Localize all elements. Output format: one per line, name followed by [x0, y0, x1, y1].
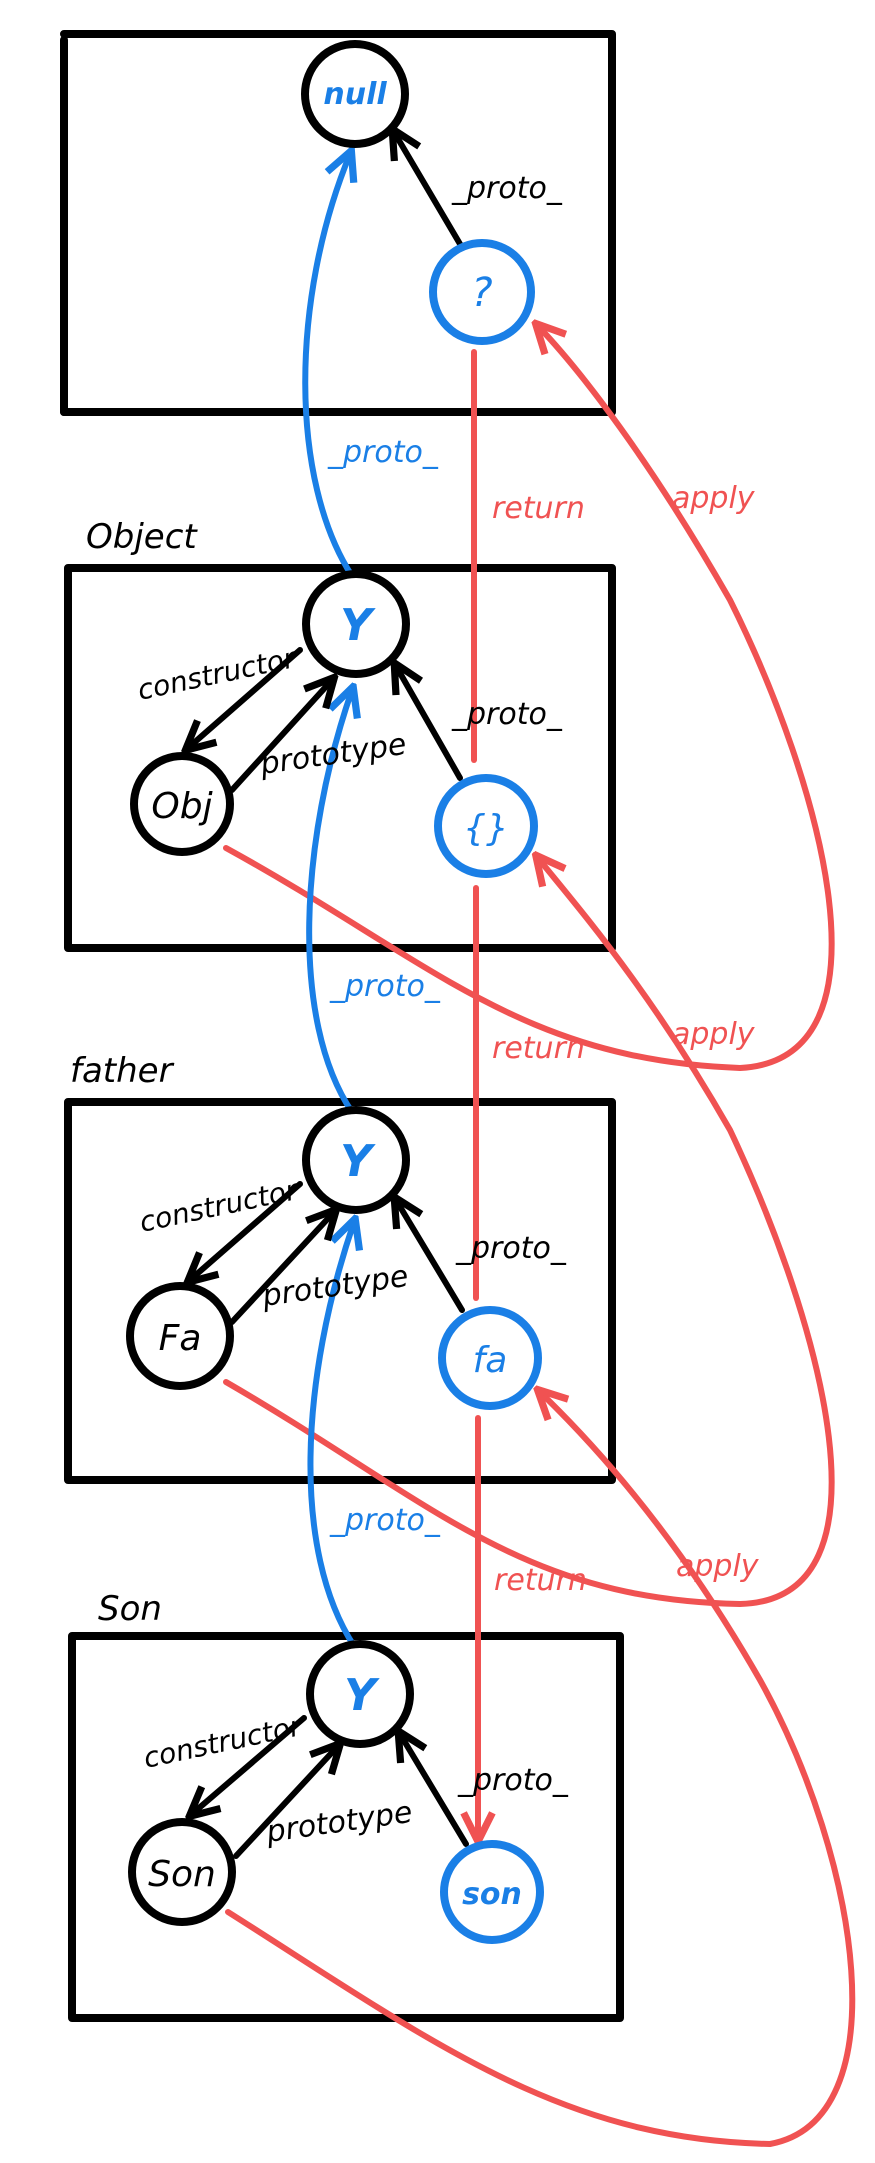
- constructor-edge-father: [190, 1181, 303, 1280]
- label-apply-1: apply: [672, 481, 756, 516]
- label-apply-2: apply: [672, 1017, 756, 1052]
- node-unknown: ?: [429, 239, 535, 345]
- label-proto-blue-father: _proto_: [329, 969, 441, 1004]
- son-box: [68, 1632, 624, 2022]
- father-box: [64, 1098, 616, 1484]
- prototype-edge-son: [233, 1746, 338, 1859]
- node-object-prototype: Y: [302, 570, 410, 678]
- node-father-constructor-label: Fa: [159, 1318, 202, 1359]
- node-unknown-label: ?: [471, 270, 492, 316]
- prototype-edge-father: [229, 1212, 334, 1325]
- label-constructor-object: constructor: [135, 641, 300, 707]
- node-son-instance-label: son: [462, 1877, 522, 1912]
- node-father-instance-label: fa: [473, 1340, 508, 1381]
- node-father-constructor: Fa: [126, 1282, 234, 1390]
- label-proto-blue-object: _proto_: [327, 435, 439, 470]
- son-section-title: Son: [98, 1589, 162, 1629]
- node-father-prototype: Y: [302, 1106, 410, 1214]
- apply-curve-obj-to-unknown: [223, 326, 835, 1071]
- label-constructor-son: constructor: [141, 1709, 306, 1775]
- proto-edge-father-instance-to-proto: [396, 1200, 465, 1313]
- proto-curve-father-proto-to-object-proto: [306, 690, 352, 1115]
- prototype-edge-object: [229, 680, 332, 793]
- label-proto-blue-son: _proto_: [329, 1503, 441, 1538]
- black-edges: [188, 132, 469, 1859]
- label-proto-unknown-null: _proto_: [451, 171, 563, 206]
- null-box: [60, 30, 616, 416]
- node-father-prototype-label: Y: [340, 1136, 376, 1187]
- node-son-constructor: Son: [128, 1818, 236, 1926]
- label-proto-father-instance: _proto_: [455, 1231, 567, 1266]
- node-object-instance: {}: [434, 774, 538, 878]
- node-son-prototype: Y: [306, 1640, 414, 1748]
- proto-edge-unknown-to-null: [394, 132, 463, 247]
- node-object-instance-label: {}: [463, 808, 509, 849]
- object-section-title: Object: [86, 517, 198, 557]
- node-object-constructor-label: Obj: [151, 786, 212, 827]
- red-edges: [223, 326, 856, 2147]
- proto-edge-object-instance-to-proto: [396, 666, 463, 781]
- node-son-prototype-label: Y: [344, 1670, 380, 1721]
- label-return-3: return: [494, 1563, 587, 1598]
- blue-proto-edges: [302, 154, 354, 1649]
- label-constructor-father: constructor: [137, 1173, 302, 1239]
- node-object-prototype-label: Y: [340, 600, 376, 651]
- label-return-1: return: [492, 491, 585, 526]
- node-son-constructor-label: Son: [148, 1854, 216, 1895]
- label-return-2: return: [492, 1031, 585, 1066]
- node-son-instance: son: [440, 1840, 544, 1944]
- proto-curve-son-proto-to-father-proto: [307, 1222, 354, 1649]
- constructor-edge-son: [192, 1715, 307, 1814]
- node-null: null: [301, 40, 409, 148]
- node-father-instance: fa: [438, 1306, 542, 1410]
- proto-curve-object-proto-to-null: [302, 154, 352, 579]
- apply-curve-fa-to-object-instance: [223, 858, 835, 1607]
- node-object-constructor: Obj: [130, 752, 234, 856]
- constructor-edge-object: [188, 647, 303, 748]
- node-null-label: null: [323, 77, 387, 112]
- label-proto-son-instance: _proto_: [457, 1763, 569, 1798]
- label-proto-object-instance: _proto_: [451, 697, 563, 732]
- apply-curve-son-to-father-instance: [225, 1392, 856, 2147]
- father-section-title: father: [70, 1051, 175, 1091]
- proto-edge-son-instance-to-proto: [400, 1734, 469, 1847]
- label-apply-3: apply: [676, 1549, 760, 1584]
